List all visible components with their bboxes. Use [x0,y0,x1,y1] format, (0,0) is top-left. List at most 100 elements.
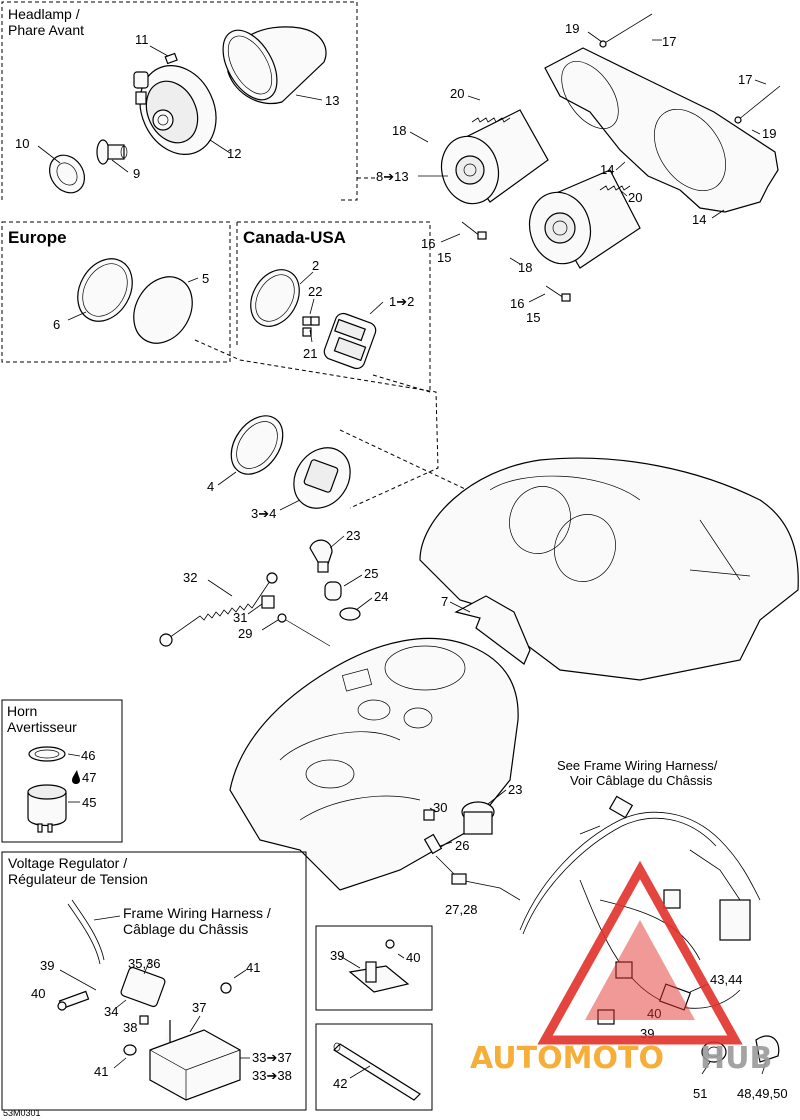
callout-11: 11 [135,32,149,47]
headlamp-title-1: Headlamp / [8,6,80,22]
callout-20a: 20 [450,86,464,101]
callout-12: 12 [227,146,241,161]
tube-box: 42 [315,1023,433,1111]
callout-15a: 15 [437,250,451,265]
wiring-harness: See Frame Wiring Harness/ Voir Câblage d… [519,758,788,1101]
callout-34: 34 [104,1004,118,1019]
callout-29: 29 [238,626,252,641]
callout-24: 24 [374,589,388,604]
diagram-code: 53M0301 [3,1108,41,1118]
callout-47: 47 [82,770,96,785]
callout-39a: 39 [40,958,54,973]
callout-8to13: 8➔13 [376,169,409,184]
bracket-box: 39 40 [315,925,433,1011]
callout-40b: 40 [406,950,420,965]
callout-15b: 15 [526,310,540,325]
watermark-text-gray: HUB [700,1041,772,1076]
callout-18b: 18 [518,260,532,275]
callout-26: 26 [455,838,469,853]
europe-title: Europe [8,228,67,247]
bezel-items-3-4: 4 3➔4 [207,415,351,521]
horn-title-2: Avertisseur [7,719,77,735]
automotohub-watermark: AUTOMOTO HUB [470,860,772,1076]
callout-16a: 16 [421,236,435,251]
spring-20a [471,117,511,123]
callout-9: 9 [133,166,140,181]
horn-box: Horn Avertisseur 46 47 45 [1,699,123,843]
watermark-triangle-outer [537,860,743,1045]
droplet-icon [72,770,80,784]
callout-3to4: 3➔4 [251,506,276,521]
bulb [96,139,128,165]
callout-10: 10 [15,136,29,151]
callout-22: 22 [308,284,322,299]
watermark-text-red: AUTOMOTO [470,1041,664,1076]
callout-41b: 41 [94,1064,108,1079]
callout-1to2: 1➔2 [389,294,414,309]
callout-6: 6 [53,317,60,332]
spring-20b [599,185,631,191]
callout-32: 32 [183,570,197,585]
callout-41a: 41 [246,960,260,975]
callout-484950: 48,49,50 [737,1086,788,1101]
callout-21: 21 [303,346,317,361]
callout-4344: 43,44 [710,972,743,987]
callout-40a: 40 [31,986,45,1001]
screw-11 [164,52,178,65]
regulator-harness-1: Frame Wiring Harness / [123,905,271,921]
callout-7: 7 [441,594,448,609]
callout-13: 13 [325,93,339,108]
callout-3536: 35,36 [128,956,161,971]
callout-16b: 16 [510,296,524,311]
callout-20b: 20 [628,190,642,205]
callout-33to37: 33➔37 [252,1050,292,1065]
callout-33to38: 33➔38 [252,1068,292,1083]
callout-25: 25 [364,566,378,581]
headlamp-assembly [133,65,217,155]
headlamp-title-2: Phare Avant [8,22,84,38]
regulator-harness-2: Câblage du Châssis [123,921,248,937]
horn-title-1: Horn [7,703,37,719]
callout-51: 51 [693,1086,707,1101]
callout-23b: 23 [508,782,522,797]
callout-14a: 14 [600,162,614,177]
see-harness-1: See Frame Wiring Harness/ [557,758,718,773]
callout-39b: 39 [330,948,344,963]
callout-37: 37 [192,1000,206,1015]
callout-19a: 19 [565,21,579,36]
callout-19b: 19 [762,126,776,141]
gauge-cluster: 19 17 20 17 18 19 8➔13 14 20 14 16 15 18… [376,13,781,325]
regulator-title-1: Voltage Regulator / [8,855,127,871]
callout-31: 31 [233,610,247,625]
europe-box: Europe 5 6 [1,221,231,363]
callout-2: 2 [312,258,319,273]
regulator-box: Voltage Regulator / Régulateur de Tensio… [1,851,307,1111]
front-cowl [419,457,799,681]
callout-14b: 14 [692,212,706,227]
dash-trim-7 [454,595,531,665]
callout-46: 46 [81,748,95,763]
canada-title: Canada-USA [243,228,346,247]
console [229,637,519,891]
callout-18a: 18 [392,123,406,138]
switches-upper: 23 25 24 32 31 29 [159,528,388,647]
ignition-switch: 23 30 26 27,28 [423,782,522,917]
regulator-title-2: Régulateur de Tension [8,871,148,887]
callout-38: 38 [123,1020,137,1035]
callout-23a: 23 [346,528,360,543]
canada-box: Canada-USA 2 22 1➔2 21 [236,221,431,392]
watermark-triangle-inner [585,920,695,1020]
callout-30: 30 [433,800,447,815]
callout-2728: 27,28 [445,902,478,917]
callout-17b: 17 [738,72,752,87]
callout-4: 4 [207,479,214,494]
callout-40c: 40 [647,1006,661,1021]
headlamp-box: Headlamp / Phare Avant [1,1,358,201]
callout-45: 45 [82,795,96,810]
callout-5: 5 [202,271,209,286]
bulb-socket [48,154,86,194]
callout-17a: 17 [662,34,676,49]
headlamp-cover [222,26,327,104]
callout-42: 42 [333,1076,347,1091]
